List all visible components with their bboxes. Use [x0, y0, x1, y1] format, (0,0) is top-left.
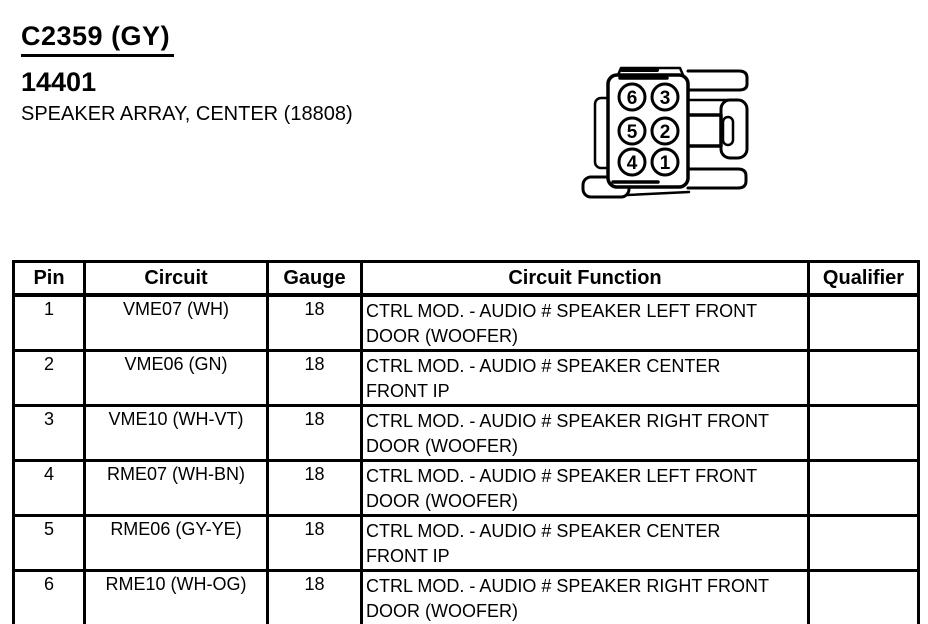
cell-function: CTRL MOD. - AUDIO # SPEAKER RIGHT FRONT …: [360, 569, 810, 624]
cell-pin: 4: [12, 459, 86, 517]
cell-gauge: 18: [266, 514, 363, 572]
pin-label-3: 3: [660, 88, 671, 109]
pinout-table: Pin Circuit Gauge Circuit Function Quali…: [12, 260, 920, 624]
header-function: Circuit Function: [360, 260, 810, 297]
cell-qualifier: [807, 569, 920, 624]
pin-label-2: 2: [660, 122, 671, 143]
table-header-row: Pin Circuit Gauge Circuit Function Quali…: [12, 260, 920, 297]
cell-pin: 2: [12, 349, 86, 407]
cell-gauge: 18: [266, 404, 363, 462]
cell-pin: 6: [12, 569, 86, 624]
cell-circuit: VME07 (WH): [83, 293, 269, 352]
cell-qualifier: [807, 459, 920, 517]
cell-qualifier: [807, 514, 920, 572]
cell-gauge: 18: [266, 569, 363, 624]
header-circuit: Circuit: [83, 260, 269, 297]
connector-stub: [684, 113, 723, 148]
cell-function: CTRL MOD. - AUDIO # SPEAKER LEFT FRONT D…: [360, 293, 810, 352]
connector-prong-top: [686, 69, 749, 92]
pin-label-6: 6: [627, 88, 638, 109]
pin-label-5: 5: [627, 122, 638, 143]
header-qualifier: Qualifier: [807, 260, 920, 297]
pin-cavity-6: [617, 82, 647, 112]
pin-cavity-2: [650, 116, 680, 146]
connector-pins: 6 3 5 2 4 1: [617, 82, 680, 177]
connector-base-line: [625, 190, 691, 197]
pin-cavity-5: [617, 116, 647, 146]
header-gauge: Gauge: [266, 260, 363, 297]
pin-label-1: 1: [660, 153, 671, 174]
cell-qualifier: [807, 293, 920, 352]
connector-description: SPEAKER ARRAY, CENTER (18808): [21, 103, 353, 125]
cell-circuit: VME10 (WH-VT): [83, 404, 269, 462]
cell-gauge: 18: [266, 293, 363, 352]
pin-label-4: 4: [627, 153, 638, 174]
pin-cavity-1: [650, 147, 680, 177]
cell-circuit: RME10 (WH-OG): [83, 569, 269, 624]
connector-top-tab: [616, 66, 685, 77]
part-number: 14401: [21, 67, 97, 97]
cell-circuit: RME07 (WH-BN): [83, 459, 269, 517]
cell-pin: 3: [12, 404, 86, 462]
cell-circuit: RME06 (GY-YE): [83, 514, 269, 572]
cell-function: CTRL MOD. - AUDIO # SPEAKER LEFT FRONT D…: [360, 459, 810, 517]
cell-function: CTRL MOD. - AUDIO # SPEAKER RIGHT FRONT …: [360, 404, 810, 462]
cell-function: CTRL MOD. - AUDIO # SPEAKER CENTER FRONT…: [360, 514, 810, 572]
cell-gauge: 18: [266, 459, 363, 517]
connector-prong-bottom: [686, 167, 748, 190]
cell-qualifier: [807, 349, 920, 407]
pin-cavity-3: [650, 82, 680, 112]
cell-circuit: VME06 (GN): [83, 349, 269, 407]
connector-diagram: 6 3 5 2 4 1: [581, 66, 749, 199]
pin-cavity-4: [617, 147, 647, 177]
connector-id: C2359 (GY): [21, 21, 175, 57]
cell-qualifier: [807, 404, 920, 462]
cell-function: CTRL MOD. - AUDIO # SPEAKER CENTER FRONT…: [360, 349, 810, 407]
cell-pin: 1: [12, 293, 86, 352]
cell-pin: 5: [12, 514, 86, 572]
header-pin: Pin: [12, 260, 86, 297]
cell-gauge: 18: [266, 349, 363, 407]
